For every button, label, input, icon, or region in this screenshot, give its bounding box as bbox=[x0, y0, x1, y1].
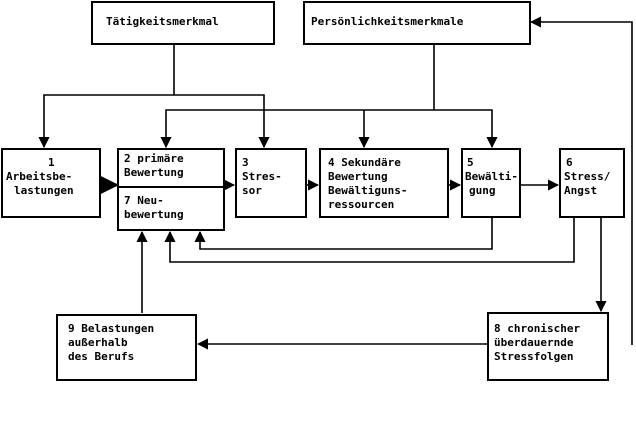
box-stressor-label: 3 Stres- sor bbox=[242, 156, 288, 197]
box-bewertung-group: 2 primäre Bewertung 7 Neu- bewertung bbox=[117, 148, 225, 231]
box-chronische-stressfolgen: 8 chronischer überdauernde Stressfolgen bbox=[487, 312, 609, 381]
edge-stressfolgen-to-persoenlichkeit bbox=[529, 16, 633, 345]
box-stress-angst-label: 6 Stress/ Angst bbox=[564, 156, 617, 197]
edge-persoenlichkeit-to-primaere-bewertung bbox=[160, 109, 434, 149]
box-chronische-stressfolgen-label: 8 chronischer überdauernde Stressfolgen bbox=[494, 322, 587, 363]
box-stressor: 3 Stres- sor bbox=[235, 148, 307, 218]
box-persoenlichkeitsmerkmale: Persönlichkeitsmerkmale bbox=[303, 1, 531, 45]
edges bbox=[38, 16, 633, 350]
box-bewaeltigung: 5 Bewälti- gung bbox=[461, 148, 525, 218]
box-arbeitsbelastungen-label: 1 Arbeitsbe- lastungen bbox=[6, 156, 79, 197]
box-bewaeltigung-label: 5 Bewälti- gung bbox=[465, 156, 525, 197]
box-sekundaere-bewertung-label: 4 Sekundäre Bewertung Bewältiguns- resso… bbox=[328, 156, 414, 211]
box-primaere-bewertung-label: 2 primäre Bewertung bbox=[124, 152, 190, 179]
box-arbeitsbelastungen: 1 Arbeitsbe- lastungen bbox=[1, 148, 101, 218]
box-belastungen-ausserhalb: 9 Belastungen außerhalb des Berufs bbox=[56, 314, 197, 381]
box-persoenlichkeitsmerkmale-label: Persönlichkeitsmerkmale bbox=[311, 15, 464, 28]
box-neubewertung-label: 7 Neu- bewertung bbox=[124, 194, 184, 221]
box-taetigkeitsmerkmal-label: Tätigkeitsmerkmal bbox=[106, 15, 219, 28]
box-stress-angst: 6 Stress/ Angst bbox=[559, 148, 625, 218]
edge-persoenlichkeit-to-bewaeltigung bbox=[434, 109, 498, 149]
box-belastungen-ausserhalb-label: 9 Belastungen außerhalb des Berufs bbox=[68, 322, 161, 363]
edge-taetigkeit-to-stressor bbox=[174, 94, 270, 149]
box-sekundaere-bewertung: 4 Sekundäre Bewertung Bewältiguns- resso… bbox=[319, 148, 449, 218]
edge-taetigkeit-to-arbeitsbelastungen bbox=[38, 94, 174, 149]
edge-bewaeltigung-to-neubewertung bbox=[194, 218, 493, 250]
edge-stress-angst-to-neubewertung bbox=[164, 218, 575, 263]
box-taetigkeitsmerkmal: Tätigkeitsmerkmal bbox=[91, 1, 275, 45]
